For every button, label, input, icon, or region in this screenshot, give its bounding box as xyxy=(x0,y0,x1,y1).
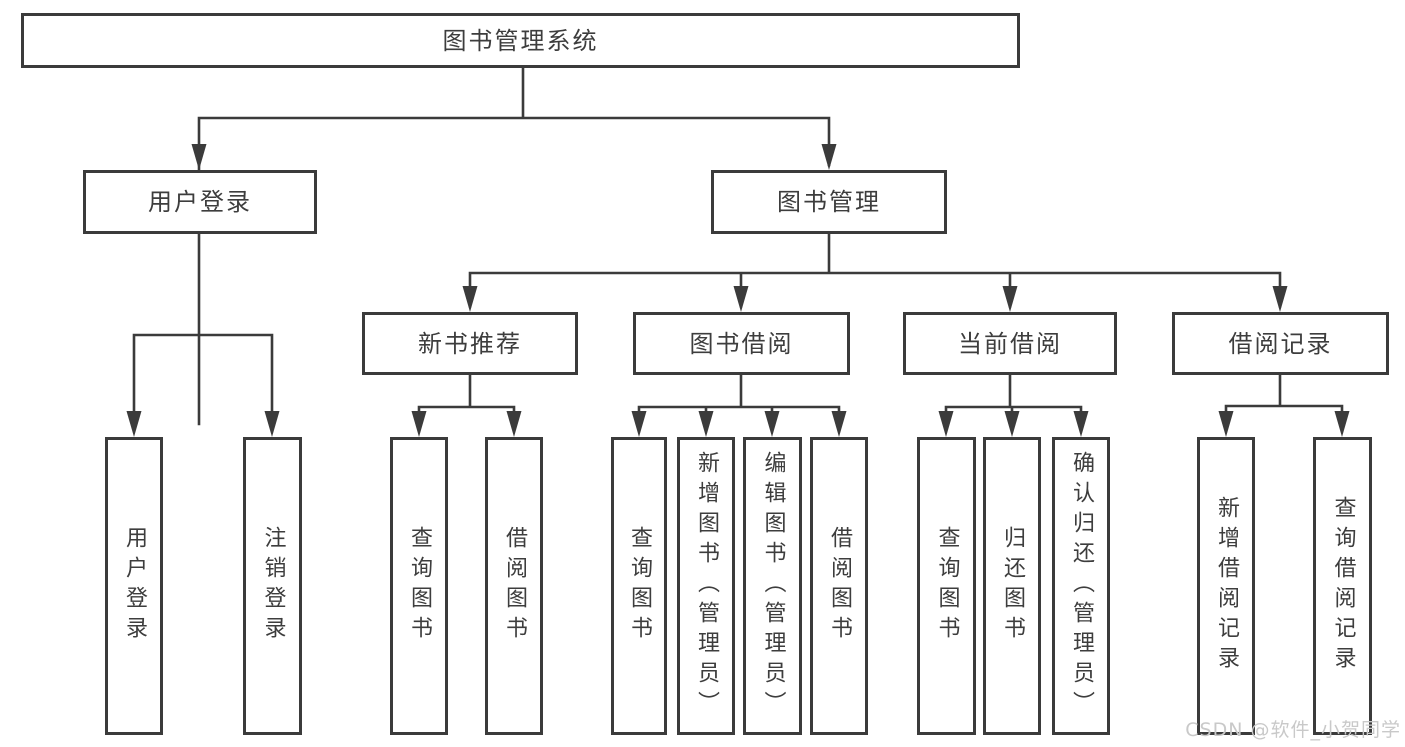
leaf-borrow-books-recommend: 借阅图书 xyxy=(485,437,543,735)
leaf-add-borrow-record: 新增借阅记录 xyxy=(1197,437,1255,735)
leaf-logout: 注销登录 xyxy=(243,437,302,735)
leaf-borrow-books-borrowing: 借阅图书 xyxy=(810,437,868,735)
leaf-return-book: 归还图书 xyxy=(983,437,1041,735)
leaf-query-books-recommend: 查询图书 xyxy=(390,437,448,735)
watermark: CSDN @软件_小贺同学 xyxy=(1185,719,1401,741)
leaf-query-books-current: 查询图书 xyxy=(917,437,976,735)
node-book-borrowing: 图书借阅 xyxy=(633,312,850,375)
node-library-management-system: 图书管理系统 xyxy=(21,13,1020,68)
leaf-confirm-return-admin: 确认归还（管理员） xyxy=(1052,437,1110,735)
node-book-management: 图书管理 xyxy=(711,170,947,234)
leaf-query-borrow-record: 查询借阅记录 xyxy=(1313,437,1372,735)
leaf-edit-book-admin: 编辑图书（管理员） xyxy=(743,437,802,735)
leaf-add-book-admin: 新增图书（管理员） xyxy=(677,437,735,735)
node-current-borrowing: 当前借阅 xyxy=(903,312,1117,375)
leaf-user-login: 用户登录 xyxy=(105,437,163,735)
node-borrowing-records: 借阅记录 xyxy=(1172,312,1389,375)
leaf-query-books-borrowing: 查询图书 xyxy=(611,437,667,735)
arrowheads xyxy=(126,144,1350,437)
node-user-login: 用户登录 xyxy=(83,170,317,234)
node-new-book-recommend: 新书推荐 xyxy=(362,312,578,375)
